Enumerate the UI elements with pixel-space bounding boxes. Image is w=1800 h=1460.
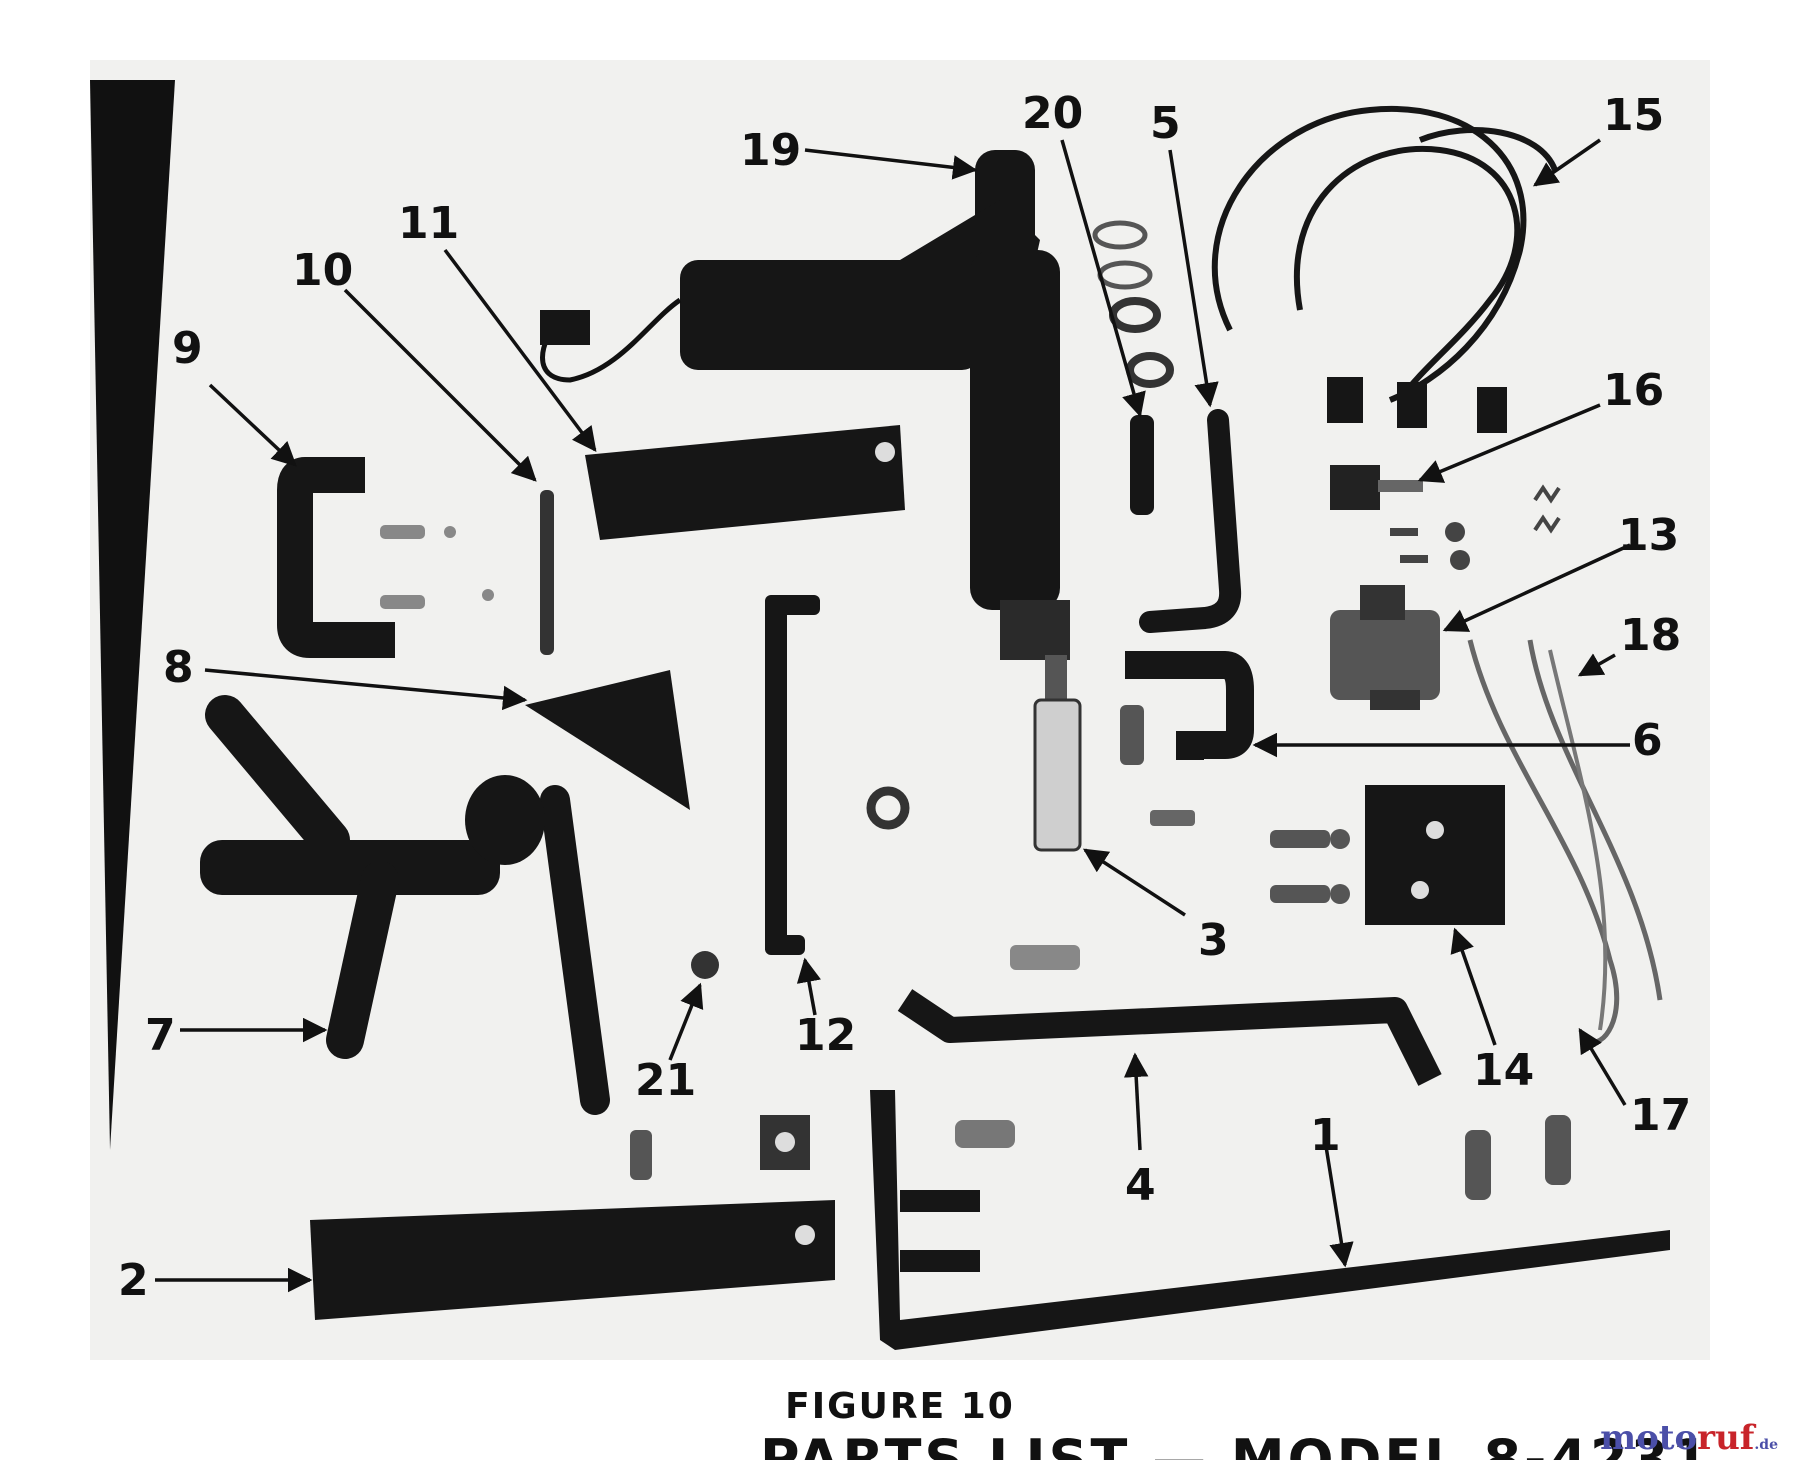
part-8-triangle-plate <box>525 670 690 810</box>
part-17-lead <box>1527 639 1663 1001</box>
washer <box>866 786 910 830</box>
parts-list-heading-partial: PARTS LIST — MODEL 8-4231 <box>760 1430 1712 1460</box>
callout-3: 3 <box>1198 915 1229 966</box>
watermark-part1: moto <box>1600 1418 1698 1458</box>
callout-11: 11 <box>398 198 459 249</box>
watermark-logo: motoruf.de <box>1600 1418 1778 1458</box>
leader-11 <box>443 248 597 452</box>
part-7-lever-assembly <box>200 695 610 1115</box>
leader-19 <box>804 148 978 180</box>
callout-20: 20 <box>1022 88 1083 139</box>
part-3-hardware <box>1010 810 1195 970</box>
part-1-base-bracket <box>870 1090 1670 1350</box>
callout-labels: 19 20 5 15 16 13 18 6 3 14 17 4 1 12 21 … <box>118 88 1691 1306</box>
part-6-u-bracket <box>1125 651 1254 760</box>
callout-7: 7 <box>145 1010 176 1061</box>
part-11-bar <box>585 425 905 540</box>
callout-15: 15 <box>1603 90 1664 141</box>
watermark-part2: ruf <box>1697 1418 1755 1458</box>
callout-14: 14 <box>1473 1045 1534 1096</box>
part-14-mounting-plate <box>1270 785 1505 925</box>
part-20-washers-pin <box>1092 220 1174 515</box>
part-2-flat-bar <box>310 1200 835 1320</box>
callout-9: 9 <box>172 323 203 374</box>
part-13-solenoid <box>1330 585 1440 710</box>
part-4-l-bracket <box>897 989 1442 1086</box>
callout-16: 16 <box>1603 365 1664 416</box>
part-10-pin <box>540 490 554 655</box>
leader-18 <box>1577 653 1616 677</box>
callout-13: 13 <box>1618 510 1679 561</box>
callout-12: 12 <box>795 1010 856 1061</box>
part-9-fasteners <box>380 525 494 609</box>
leader-16 <box>1417 403 1601 483</box>
part-18-lead <box>1467 639 1620 1045</box>
part-17-lead-b <box>1548 649 1608 1031</box>
leader-1 <box>1323 1139 1354 1268</box>
callout-17: 17 <box>1630 1090 1691 1141</box>
callout-8: 8 <box>163 642 194 693</box>
part-16-switch <box>1330 465 1423 510</box>
part-9-c-bracket <box>277 457 395 658</box>
left-black-wedge <box>90 80 175 1150</box>
leader-10 <box>343 288 537 482</box>
bolt <box>1120 705 1144 765</box>
leader-12 <box>796 957 821 1016</box>
leader-4 <box>1123 1052 1149 1151</box>
part-21-nut <box>630 951 810 1180</box>
leader-9 <box>208 383 297 467</box>
small-hardware-group <box>1390 484 1561 570</box>
callout-6: 6 <box>1632 715 1663 766</box>
watermark-part3: .de <box>1754 1437 1778 1453</box>
part-12-vertical-bar <box>765 595 820 955</box>
leader-8 <box>204 668 528 711</box>
callout-19: 19 <box>740 125 801 176</box>
part-5-bent-rod <box>1139 409 1242 633</box>
callout-18: 18 <box>1620 610 1681 661</box>
callout-4: 4 <box>1125 1160 1156 1211</box>
callout-1: 1 <box>1310 1110 1341 1161</box>
part-15-wiring-harness <box>1211 105 1558 433</box>
leader-14 <box>1450 927 1497 1046</box>
callout-2: 2 <box>118 1255 149 1306</box>
leader-21 <box>668 982 704 1061</box>
leader-3 <box>1082 848 1186 917</box>
leader-13 <box>1442 543 1631 632</box>
leader-5 <box>1168 149 1219 408</box>
figure-caption: FIGURE 10 <box>785 1386 1015 1427</box>
leader-17 <box>1578 1027 1627 1106</box>
leader-lines <box>155 138 1631 1293</box>
callout-5: 5 <box>1150 98 1181 149</box>
callout-10: 10 <box>292 245 353 296</box>
part-19-motor-cylinder <box>540 150 1082 852</box>
callout-21: 21 <box>635 1055 696 1106</box>
leader-15 <box>1532 138 1601 187</box>
leader-20 <box>1060 139 1146 418</box>
